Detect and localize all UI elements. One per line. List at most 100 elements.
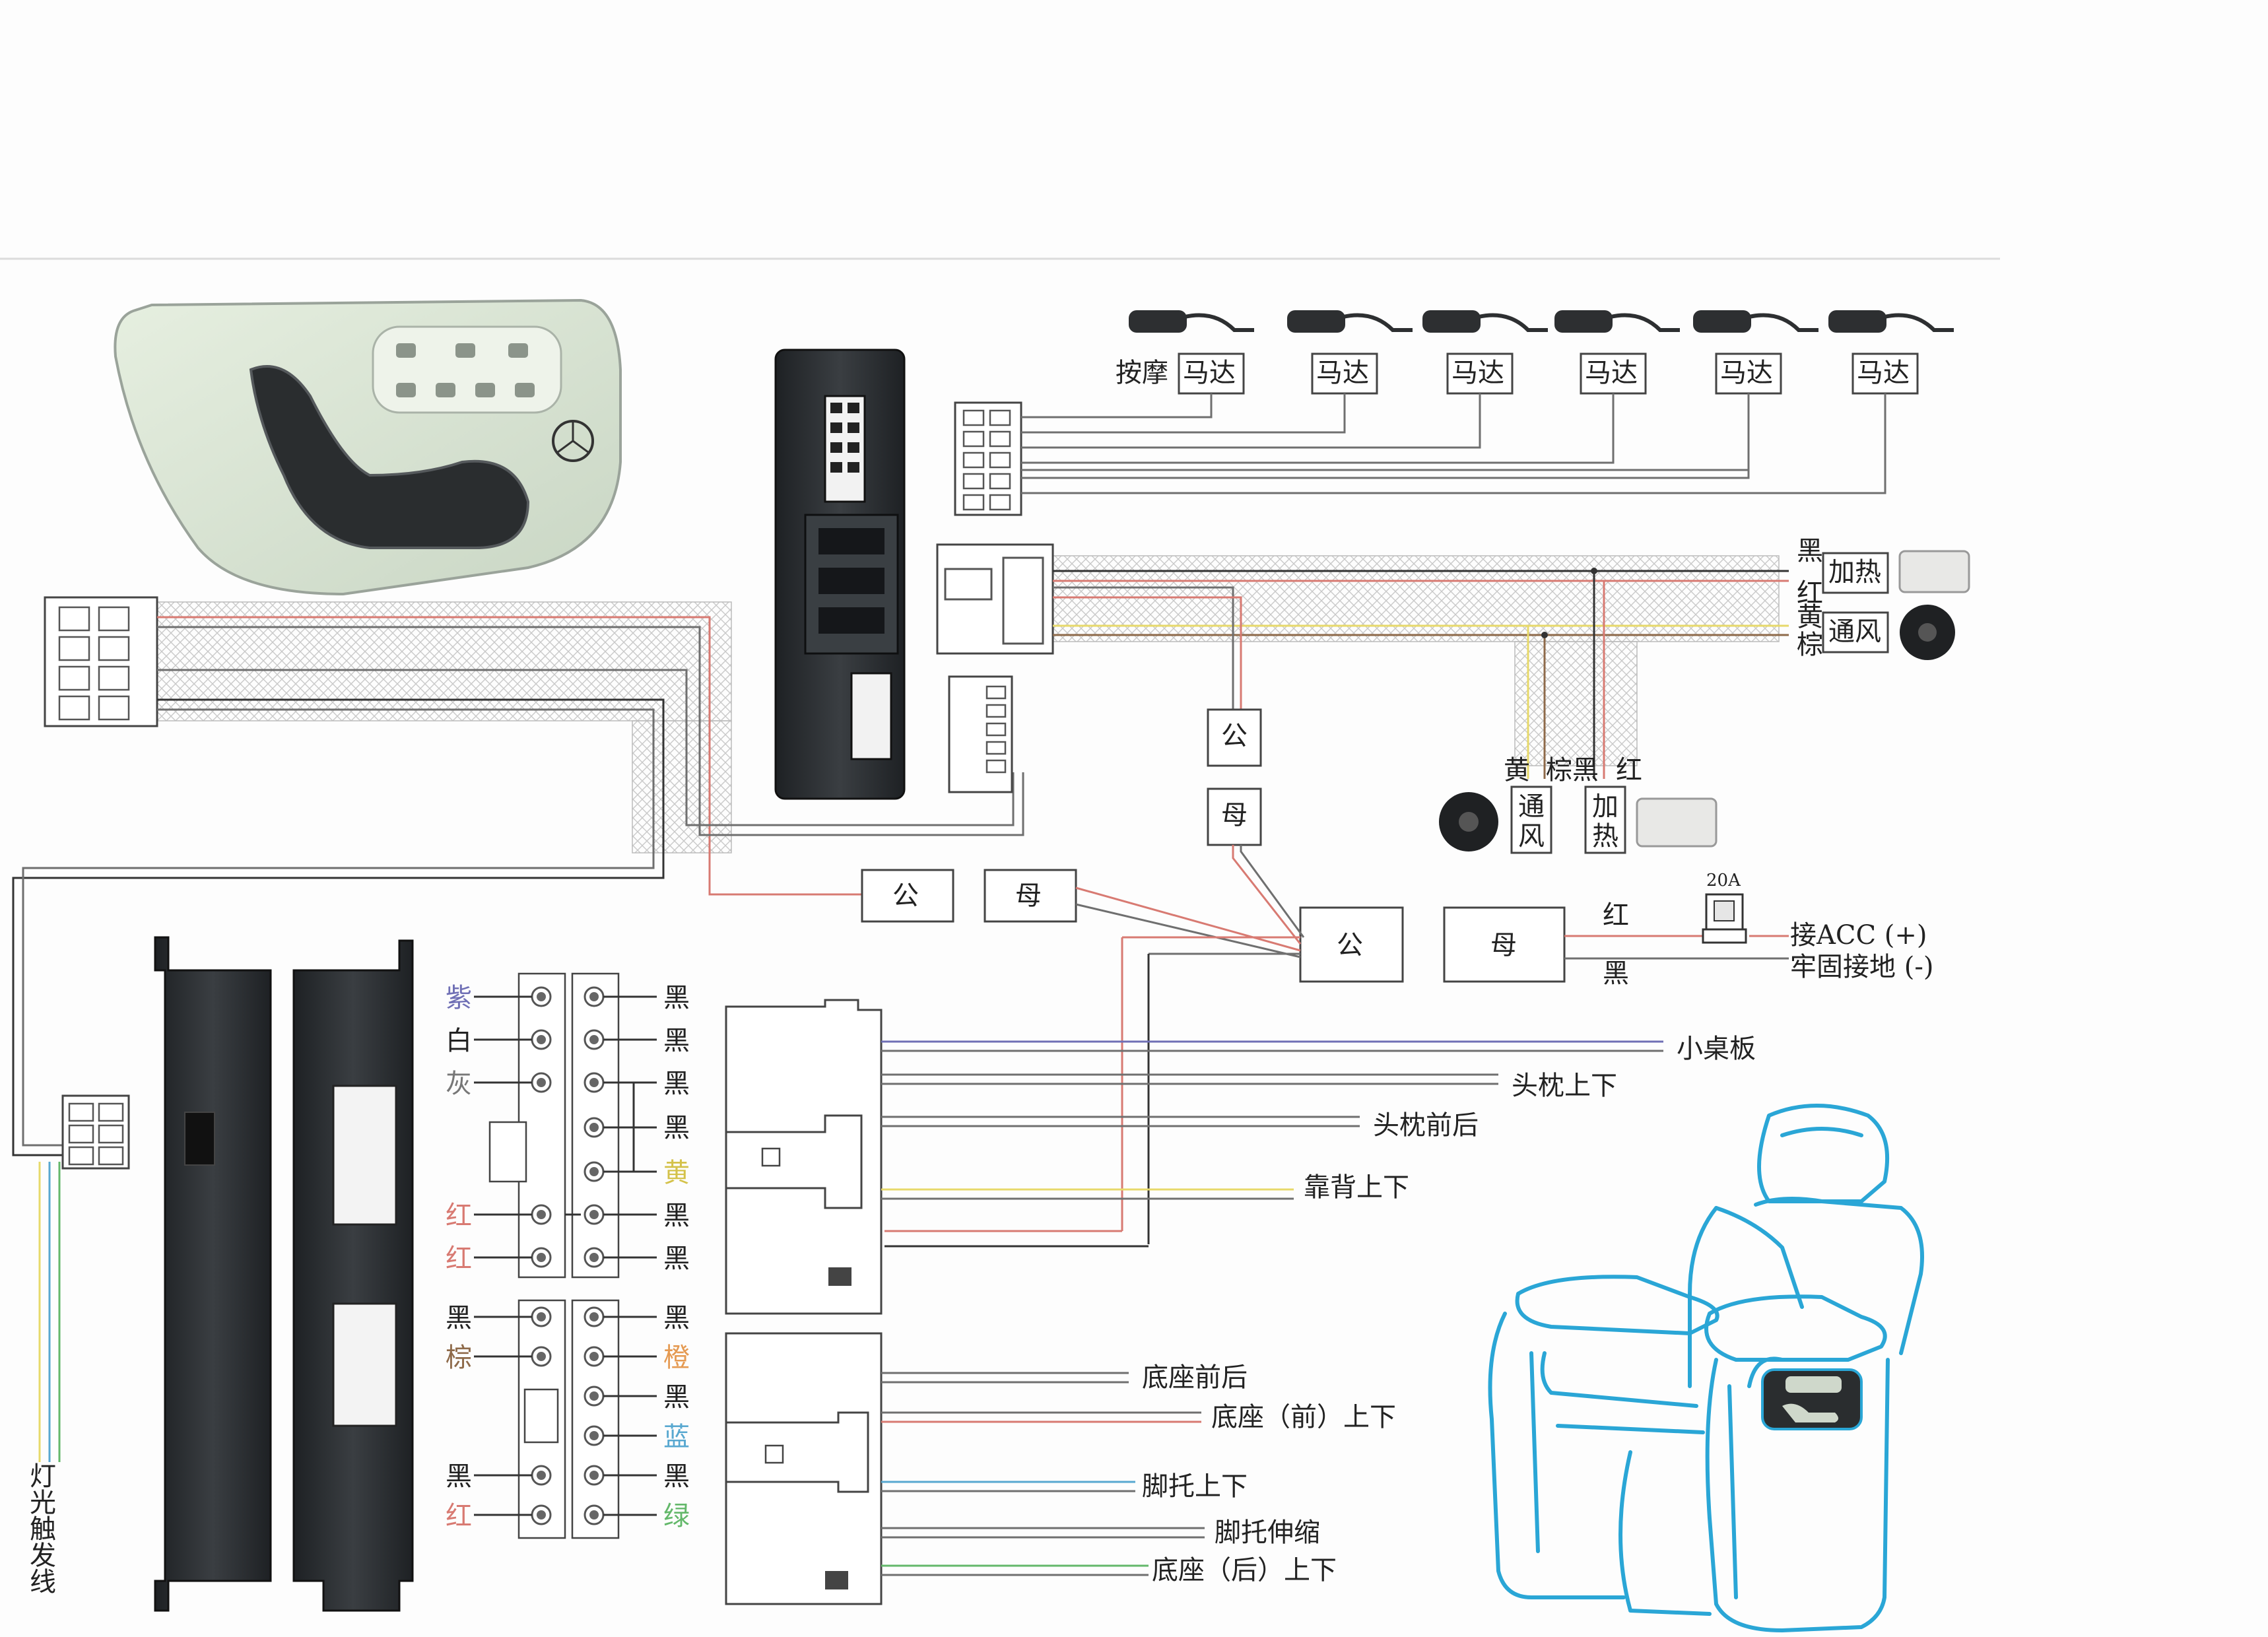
- pin-upper-left-2: 白: [446, 1026, 472, 1056]
- light-trigger-connector: [61, 1094, 130, 1170]
- power-red-label: 红: [1603, 900, 1629, 931]
- wire-label-brown: 棕: [1797, 630, 1823, 660]
- pin-lower-right-3: 黑: [663, 1382, 690, 1413]
- light-trigger-1: 灯: [30, 1461, 56, 1492]
- pin-upper-right-6: 黑: [663, 1201, 690, 1231]
- func-footrest-extend: 脚托伸缩: [1215, 1518, 1320, 1548]
- seat-illustration: [1488, 1104, 1924, 1632]
- heat-vent-harness: [936, 543, 1789, 779]
- heater-pad-icon-bottom: [1636, 797, 1718, 848]
- pin-lower-right-2: 橙: [663, 1343, 690, 1373]
- pin-upper-right-2: 黑: [663, 1026, 690, 1056]
- massage-label: 按摩: [1116, 358, 1168, 388]
- function-connector-lower: [725, 1332, 883, 1605]
- relay-connector: [948, 675, 1013, 793]
- massage-motors: [1129, 310, 1954, 333]
- female-connector-1: [984, 869, 1077, 923]
- massage-wires: [1021, 393, 1886, 494]
- male-label-2: 公: [1221, 721, 1248, 751]
- motor-label-4: 马达: [1585, 358, 1638, 388]
- power-wires: [884, 845, 1789, 1248]
- motor-boxes: [1178, 352, 1919, 395]
- fuse-icon: [1702, 893, 1747, 944]
- bottom-modules: [154, 936, 414, 1612]
- function-connector-upper: [725, 999, 883, 1315]
- male-connector-1: [861, 869, 954, 923]
- func-small-table: 小桌板: [1677, 1034, 1756, 1064]
- vent-box-right: [1822, 611, 1889, 653]
- female-label-2: 母: [1221, 800, 1248, 830]
- pin-upper-right-4: 黑: [663, 1113, 690, 1143]
- pins-lower: [531, 1306, 605, 1525]
- main-left-harness: [12, 596, 1024, 1462]
- func-headrest-updown: 头枕上下: [1512, 1071, 1617, 1101]
- male-label-main: 公: [1337, 930, 1363, 960]
- light-trigger-3: 触: [30, 1514, 56, 1545]
- motor-label-2: 马达: [1316, 358, 1369, 388]
- wire-label-yellow: 黄: [1797, 602, 1823, 632]
- motor-label-1: 马达: [1183, 358, 1236, 388]
- heat-label-bottom-2: 热: [1592, 821, 1618, 852]
- pin-lower-left-2: 棕: [446, 1343, 472, 1373]
- seat-control-panel: [114, 298, 622, 596]
- female-label-1: 母: [1015, 881, 1042, 911]
- vent-label-right: 通风: [1828, 617, 1881, 647]
- wire-label-red-2: 红: [1616, 755, 1642, 785]
- female-connector-2: [1207, 787, 1262, 846]
- heater-pad-icon: [1898, 550, 1970, 593]
- pin-upper-right-5: 黄: [663, 1158, 690, 1188]
- acc-label: 接ACC (+): [1790, 920, 1927, 951]
- pin-lower-right-4: 蓝: [663, 1422, 690, 1452]
- motor-label-3: 马达: [1451, 358, 1504, 388]
- pin-upper-left-1: 紫: [446, 983, 472, 1013]
- heat-box-right: [1822, 552, 1889, 594]
- pinout-lower: [517, 1299, 620, 1539]
- function-wires-upper: [881, 1040, 1663, 1200]
- vent-label-bottom-1: 通: [1518, 791, 1545, 822]
- pin-lower-right-5: 黑: [663, 1461, 690, 1492]
- func-base-frontback: 底座前后: [1142, 1362, 1248, 1393]
- function-wires-lower: [881, 1372, 1205, 1576]
- pin-lower-left-1: 黑: [446, 1303, 472, 1333]
- light-trigger-2: 光: [30, 1488, 56, 1518]
- func-base-front-updown: 底座（前）上下: [1211, 1402, 1396, 1432]
- motor-label-6: 马达: [1857, 358, 1910, 388]
- ground-label: 牢固接地 (-): [1790, 952, 1933, 982]
- pin-lower-left-5: 黑: [446, 1461, 472, 1492]
- fan-icon-bottom: [1439, 792, 1498, 852]
- func-base-rear-updown: 底座（后）上下: [1152, 1555, 1337, 1586]
- fan-icon-right: [1900, 605, 1955, 660]
- pin-upper-left-6: 红: [446, 1201, 472, 1231]
- pinout-upper: [488, 972, 620, 1279]
- pin-upper-left-3: 灰: [446, 1069, 472, 1099]
- fuse-rating: 20A: [1706, 871, 1741, 890]
- func-headrest-frontback: 头枕前后: [1373, 1110, 1479, 1141]
- heat-label-right: 加热: [1828, 557, 1881, 587]
- male-connector-2: [1207, 708, 1262, 767]
- wire-label-black: 黑: [1797, 536, 1823, 566]
- female-connector-main: [1443, 906, 1566, 983]
- pins-upper-left: [531, 986, 552, 1268]
- vent-label-bottom-2: 风: [1518, 821, 1545, 852]
- pin-leaders-lower: [474, 1316, 657, 1516]
- wire-label-yellow-2: 黄: [1504, 755, 1530, 785]
- power-black-label: 黑: [1603, 958, 1629, 989]
- heat-label-bottom-1: 加: [1592, 791, 1618, 822]
- func-backrest-updown: 靠背上下: [1304, 1172, 1409, 1203]
- controller-module: [774, 349, 906, 800]
- pin-lower-left-6: 红: [446, 1501, 472, 1531]
- male-connector-main: [1299, 906, 1404, 983]
- female-label-main: 母: [1490, 930, 1517, 960]
- light-trigger-4: 发: [30, 1541, 56, 1571]
- vent-box-bottom: [1510, 785, 1552, 854]
- func-footrest-updown: 脚托上下: [1142, 1471, 1248, 1502]
- motor-label-5: 马达: [1720, 358, 1773, 388]
- light-trigger-5: 线: [30, 1567, 56, 1597]
- pin-lower-right-1: 黑: [663, 1303, 690, 1333]
- heat-box-bottom: [1584, 785, 1626, 854]
- pin-upper-right-1: 黑: [663, 983, 690, 1013]
- pin-upper-left-7: 红: [446, 1244, 472, 1274]
- pin-leaders-upper: [474, 995, 657, 1259]
